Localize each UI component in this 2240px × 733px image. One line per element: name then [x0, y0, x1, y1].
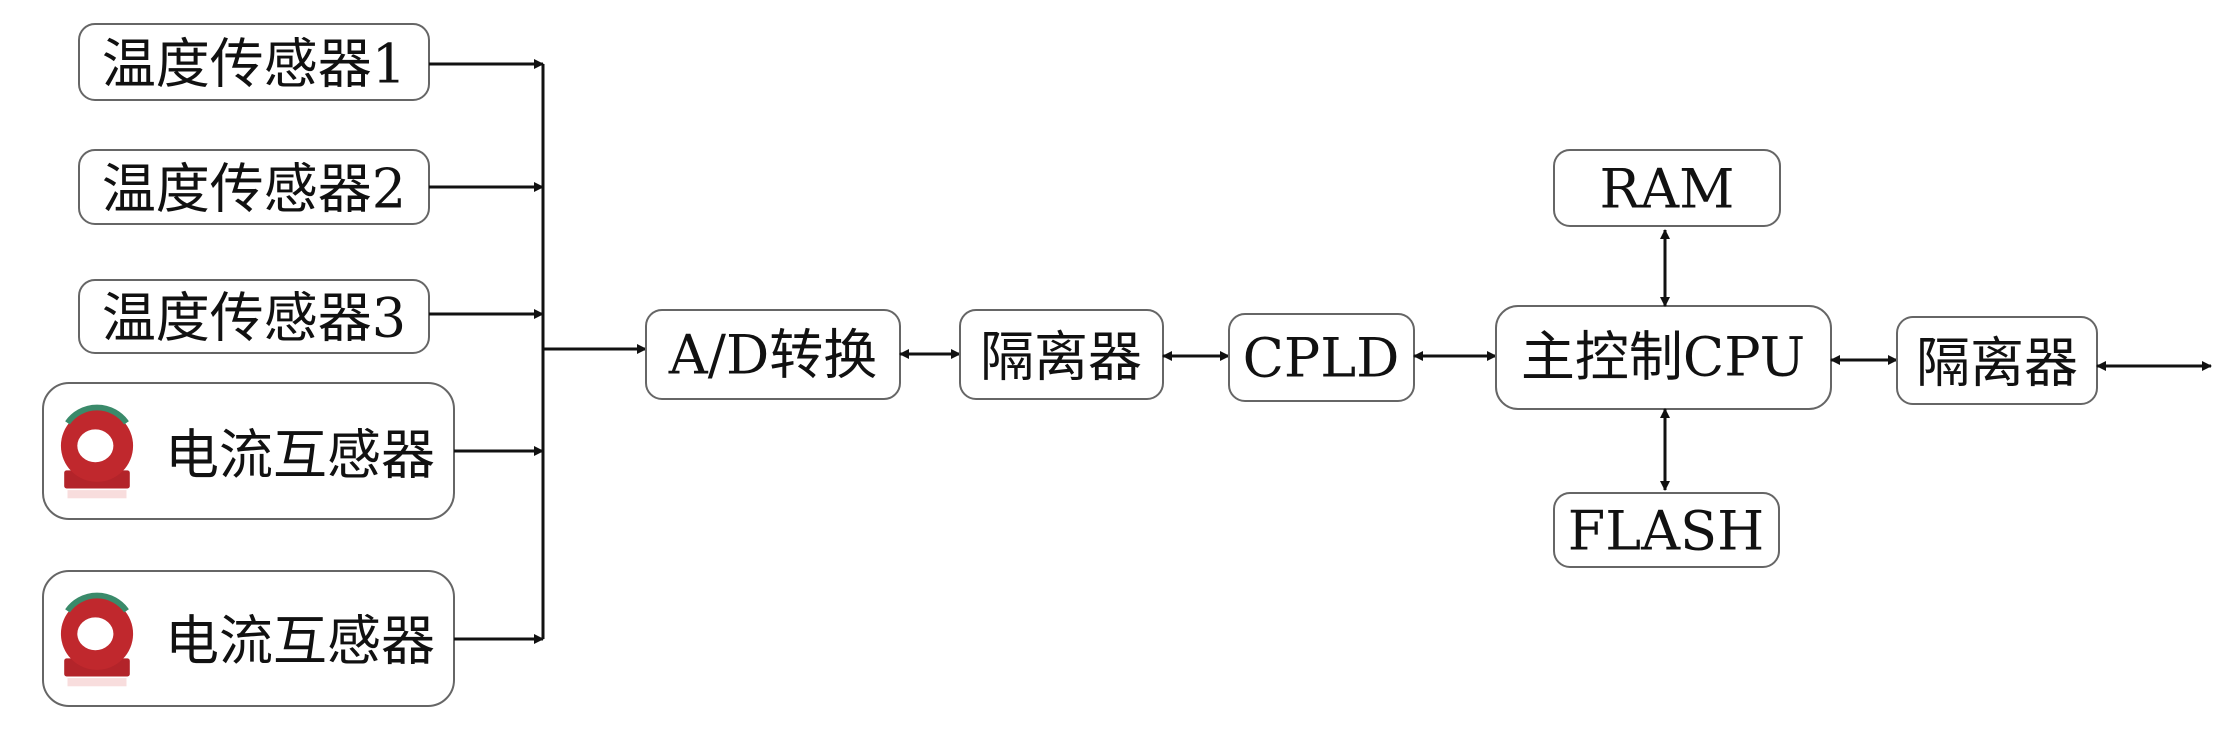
temp-sensor-1-box: 温度传感器1 [78, 23, 430, 101]
temp-sensor-3-label: 温度传感器3 [102, 287, 406, 350]
cpu-label: 主控制CPU [1521, 326, 1805, 389]
adc-box: A/D转换 [645, 309, 901, 400]
cpld-label: CPLD [1243, 327, 1400, 390]
cpld-box: CPLD [1228, 313, 1415, 402]
cpu-box: 主控制CPU [1495, 305, 1832, 410]
current-transformer-2-label: 电流互感器 [165, 610, 435, 673]
flash-box: FLASH [1553, 492, 1780, 568]
current-transformer-icon [61, 408, 133, 499]
current-transformer-1-label: 电流互感器 [165, 424, 435, 487]
ram-label: RAM [1600, 158, 1735, 221]
ram-box: RAM [1553, 149, 1781, 227]
temp-sensor-2-label: 温度传感器2 [102, 158, 406, 221]
isolator-2-box: 隔离器 [1896, 316, 2098, 405]
temp-sensor-1-label: 温度传感器1 [102, 33, 406, 96]
temp-sensor-2-box: 温度传感器2 [78, 149, 430, 225]
current-transformer-1-box: 电流互感器 [42, 382, 455, 520]
isolator-2-label: 隔离器 [1916, 332, 2078, 395]
current-transformer-icon [61, 596, 133, 687]
input-bus [429, 59, 647, 644]
current-transformer-2-box: 电流互感器 [42, 570, 455, 707]
adc-label: A/D转换 [668, 324, 878, 387]
temp-sensor-3-box: 温度传感器3 [78, 279, 430, 354]
isolator-1-box: 隔离器 [959, 309, 1164, 400]
isolator-1-label: 隔离器 [980, 326, 1142, 389]
flash-label: FLASH [1568, 500, 1764, 563]
